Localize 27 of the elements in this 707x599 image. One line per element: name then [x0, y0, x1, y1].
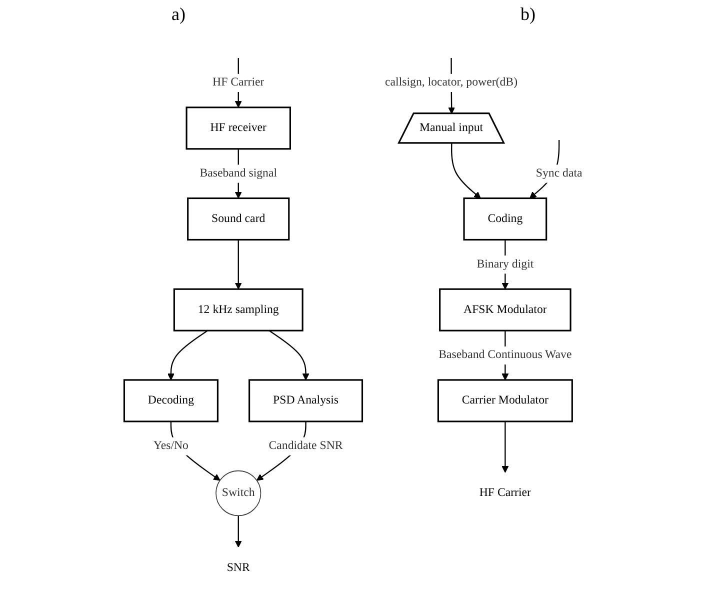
panel-label: a): [172, 4, 186, 26]
edge-label: Baseband signal: [200, 167, 278, 180]
node-circle: Switch: [216, 470, 262, 516]
node-box: Decoding: [123, 379, 218, 422]
arrow: [234, 240, 242, 290]
node-box: AFSK Modulator: [439, 288, 572, 332]
panel-label: b): [520, 4, 536, 26]
node-text: SNR: [226, 561, 250, 574]
arrow: [234, 516, 242, 548]
edge-label: HF Carrier: [212, 76, 264, 89]
edge-label: Yes/No: [153, 440, 188, 452]
edge-label: Baseband Continuous Wave: [438, 348, 572, 362]
node-box: Sound card: [187, 197, 290, 241]
node-text: HF Carrier: [479, 486, 532, 500]
arrow: [502, 421, 509, 473]
edge-label: Binary digit: [476, 258, 534, 271]
node-box: HF receiver: [186, 106, 291, 150]
node-box: PSD Analysis: [248, 379, 364, 422]
arrow: [451, 143, 481, 199]
edge-label: Candidate SNR: [268, 440, 343, 452]
node-box: Carrier Modulator: [437, 379, 573, 422]
node-box: 12 kHz sampling: [173, 288, 304, 332]
arrow: [268, 330, 310, 380]
edge-label: callsign, locator, power(dB): [385, 76, 518, 89]
edge-label: Sync data: [536, 167, 582, 180]
node-box: Coding: [463, 197, 548, 241]
arrow: [167, 330, 208, 380]
